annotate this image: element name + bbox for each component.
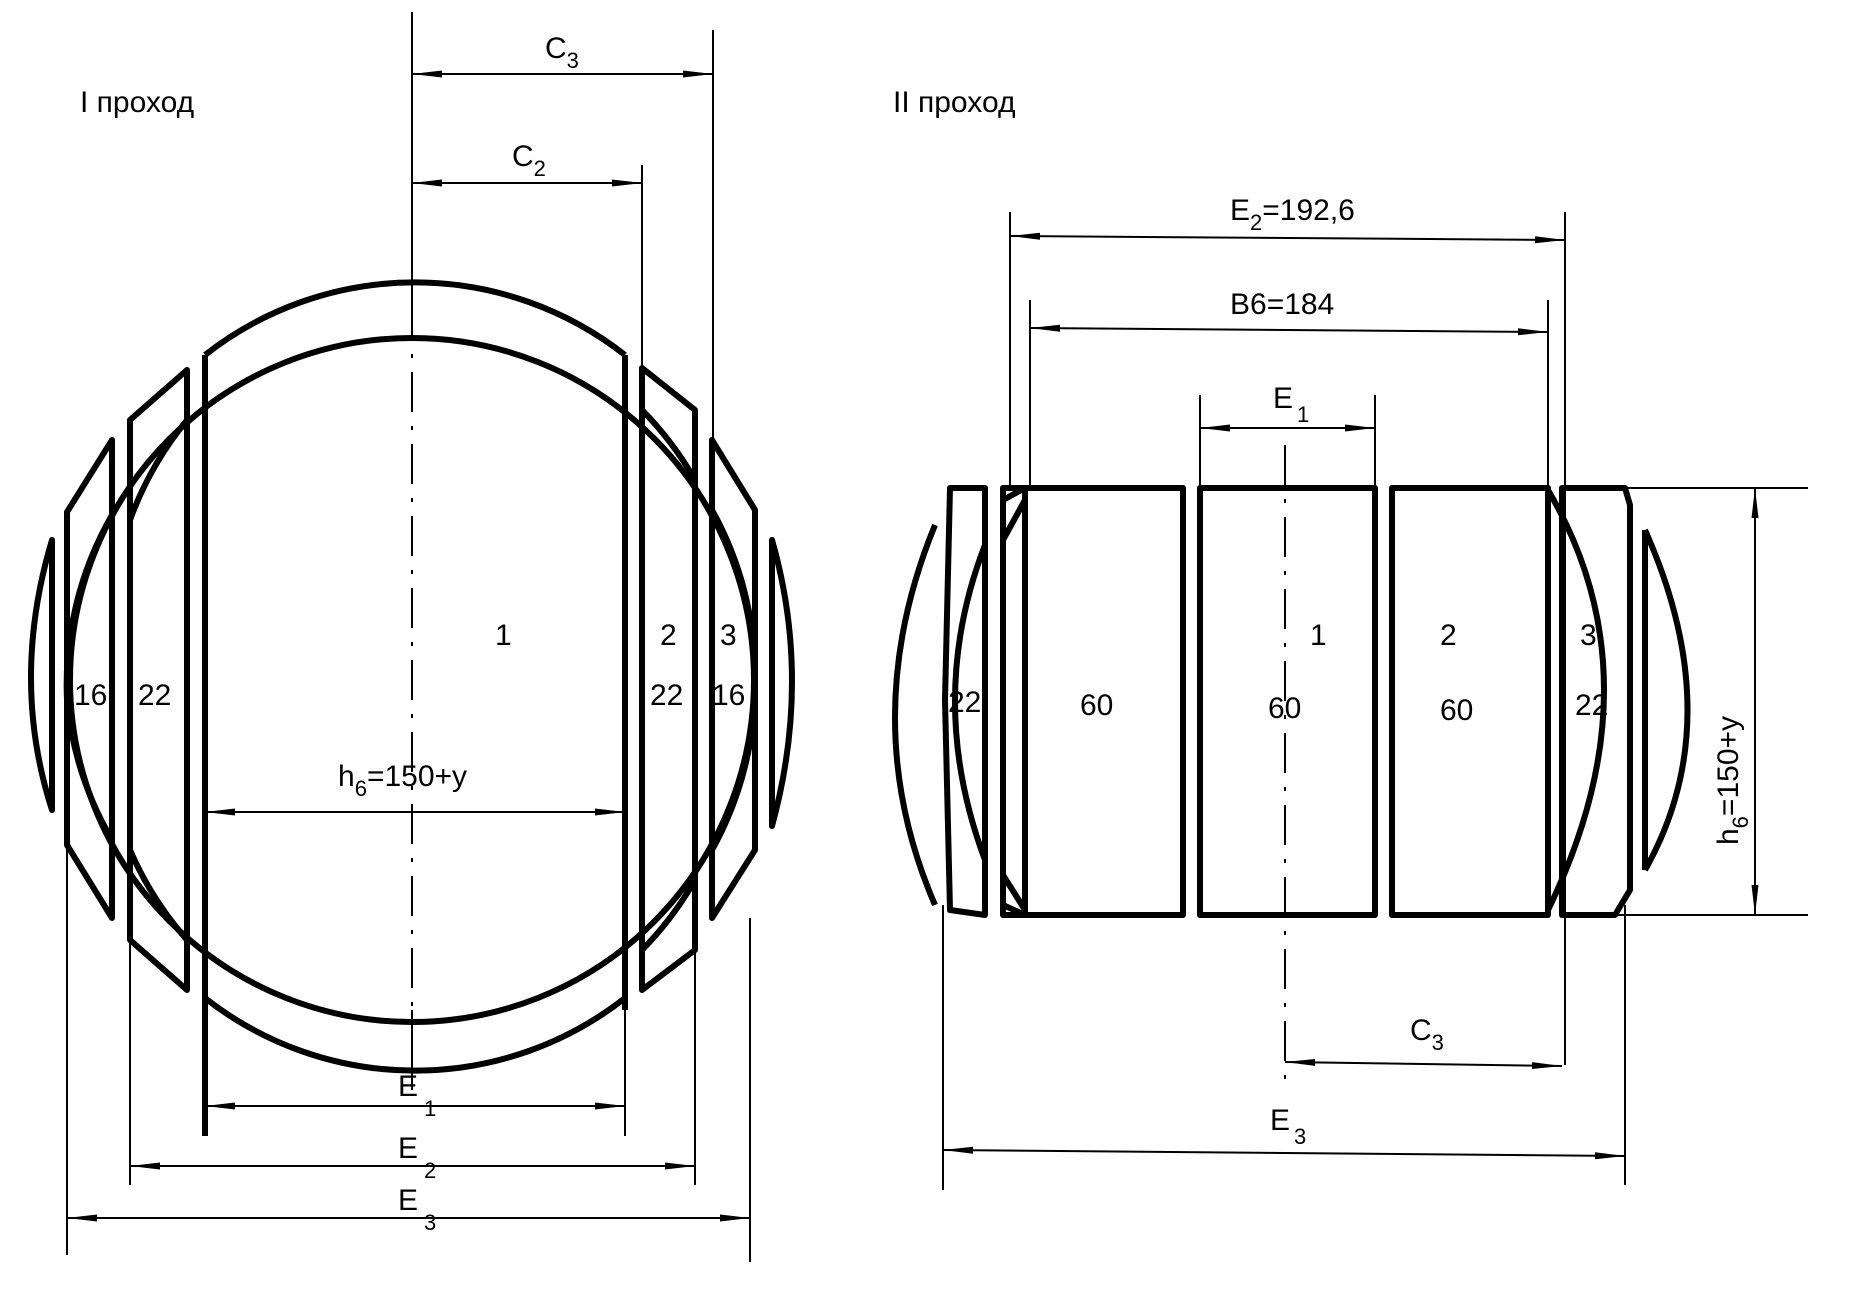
pass1-strip2-left-arc-top (127, 418, 190, 522)
pass2-block-right (1389, 485, 1551, 918)
pass1-strip2-left (127, 367, 190, 993)
pass1-strip4-left (28, 537, 55, 813)
pass1-pass-number-2: 2 (660, 619, 677, 652)
pass2-left-strip-arc (952, 543, 988, 862)
pass2-left-strips (892, 485, 1028, 918)
pass1-strip3-left-arc-top (63, 513, 115, 701)
pass1-label-e2: E2 (398, 1132, 436, 1183)
pass2-right-strips (1545, 485, 1691, 918)
pass1-label-c2: C2 (512, 140, 546, 181)
pass2-thickness-left: 22 (948, 686, 981, 719)
pass2-right-lens (1642, 528, 1691, 872)
pass2-pass-number-1: 1 (1310, 619, 1327, 652)
pass2-right-strip-arc (1545, 488, 1607, 912)
pass2-title: II проход (893, 86, 1015, 119)
pass2-label-e2: E2=192,6 (1230, 194, 1355, 235)
pass2-left-chamfer-top (1000, 498, 1028, 542)
pass2-left-chamfer (1000, 485, 1028, 918)
pass2-dim-e3 (942, 1146, 1626, 1160)
pass1-label-e1: E1 (398, 1070, 436, 1121)
pass1-label-c3: C3 (545, 32, 579, 73)
pass2-dim-c3 (1284, 1058, 1563, 1070)
pass2-thickness-block3: 60 (1440, 694, 1473, 727)
pass1-thickness-left-inner: 22 (138, 679, 171, 712)
pass1-strip3-right-arc-bottom (709, 679, 759, 852)
pass1-strip2-right-arc-top (639, 407, 698, 482)
pass2-dim-b (1029, 324, 1549, 336)
pass1-label-e3: E3 (398, 1184, 436, 1235)
pass1-strip3-left (64, 437, 115, 921)
pass1-figure: I проход (28, 12, 795, 1262)
pass1-strip3-right (709, 437, 758, 921)
pass1-strip4-right (769, 537, 795, 829)
pass2-label-c3: C3 (1410, 1014, 1444, 1055)
pass2-figure: II проход (892, 86, 1808, 1190)
pass2-left-strip-22 (942, 485, 988, 918)
pass2-block-centre (1197, 485, 1378, 918)
pass1-strip3-left-arc-bottom (64, 699, 115, 842)
pass1-strip2-left-arc-bottom (127, 848, 190, 942)
pass2-thickness-right: 22 (1575, 689, 1608, 722)
pass1-thickness-right-inner: 22 (650, 679, 683, 712)
pass1-label-h: h6=150+y (338, 760, 467, 801)
pass2-label-b: B6=184 (1230, 288, 1334, 321)
pass1-pass-number-1: 1 (495, 619, 512, 652)
pass1-thickness-right-outer: 16 (712, 679, 745, 712)
pass1-thickness-left-outer: 16 (74, 679, 107, 712)
pass2-dim-e2 (1009, 232, 1566, 244)
pass1-strip3-right-arc-top (709, 508, 759, 681)
pass1-title: I проход (80, 86, 194, 119)
pass2-left-chamfer-bottom (1000, 873, 1028, 912)
pass1-pass-number-3: 3 (720, 619, 737, 652)
pass2-thickness-block2: 60 (1268, 692, 1301, 725)
pass1-strip2-right-arc-bottom (639, 878, 698, 953)
pass1-strip-3 (63, 437, 759, 921)
pass2-pass-number-3: 3 (1580, 619, 1597, 652)
pass2-left-lens (892, 523, 938, 907)
pass2-label-h: h6=150+y (1712, 716, 1753, 845)
pass1-strip1-outer-top-arc (203, 279, 627, 358)
pass2-pass-number-2: 2 (1440, 619, 1457, 652)
pass1-strip1-outer-bottom-arc (203, 995, 627, 1074)
pass2-thickness-block1: 60 (1080, 689, 1113, 722)
